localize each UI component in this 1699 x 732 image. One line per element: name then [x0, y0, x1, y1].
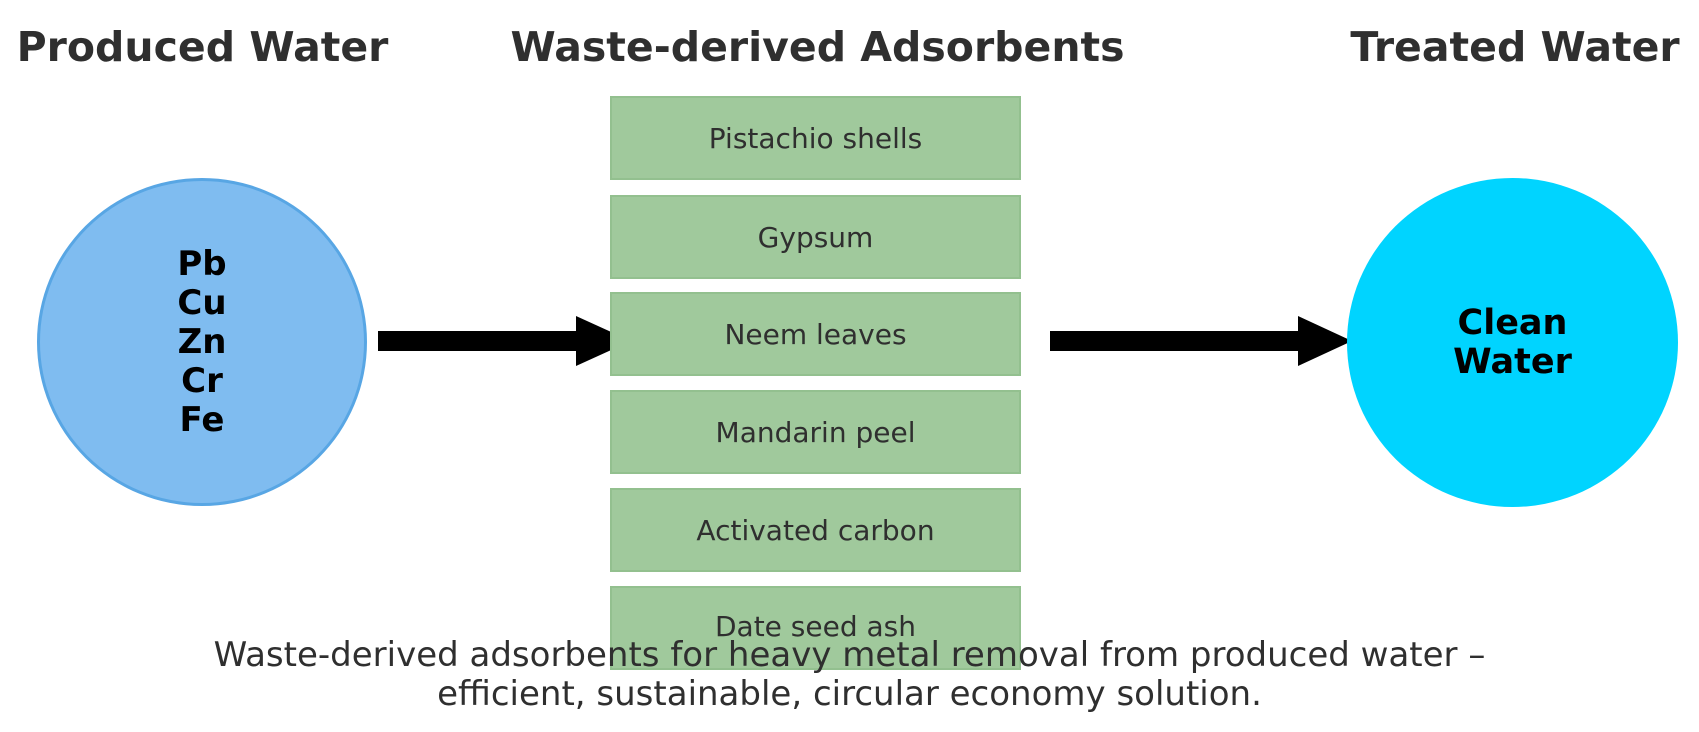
adsorbent-box-gypsum: Gypsum: [610, 195, 1021, 279]
adsorbent-box-pistachio-shells: Pistachio shells: [610, 96, 1021, 180]
metal-label-cu: Cu: [177, 282, 227, 323]
adsorbent-label: Pistachio shells: [708, 121, 923, 155]
treated-water-heading: Treated Water: [1350, 23, 1680, 71]
caption-line-1: Waste-derived adsorbents for heavy metal…: [213, 635, 1486, 675]
treated-water-circle: Clean Water: [1347, 178, 1678, 507]
caption-line-2: efficient, sustainable, circular economy…: [437, 674, 1262, 714]
metal-label-cr: Cr: [181, 360, 223, 401]
adsorbent-box-mandarin-peel: Mandarin peel: [610, 390, 1021, 474]
produced-water-heading: Produced Water: [16, 23, 389, 71]
caption: Waste-derived adsorbents for heavy metal…: [0, 636, 1699, 714]
produced-water-circle: Pb Cu Zn Cr Fe: [37, 178, 367, 506]
clean-water-label-line1: Clean: [1457, 302, 1568, 343]
clean-water-label-line2: Water: [1453, 341, 1572, 382]
adsorbent-box-neem-leaves: Neem leaves: [610, 292, 1021, 376]
adsorbent-label: Activated carbon: [696, 513, 935, 547]
adsorbent-box-activated-carbon: Activated carbon: [610, 488, 1021, 572]
adsorbents-heading: Waste-derived Adsorbents: [510, 23, 1125, 71]
metal-label-pb: Pb: [177, 243, 227, 284]
adsorbent-label: Date seed ash: [714, 610, 917, 643]
adsorbent-box-date-seed-ash: Date seed ash: [610, 586, 1021, 670]
metal-label-fe: Fe: [179, 399, 225, 440]
adsorbent-label: Neem leaves: [724, 317, 907, 351]
adsorbent-label: Mandarin peel: [715, 415, 916, 449]
metal-label-zn: Zn: [177, 321, 227, 362]
arrow-right-icon: [378, 316, 631, 366]
adsorbent-label: Gypsum: [757, 220, 874, 254]
arrow-right-icon: [1050, 316, 1352, 366]
